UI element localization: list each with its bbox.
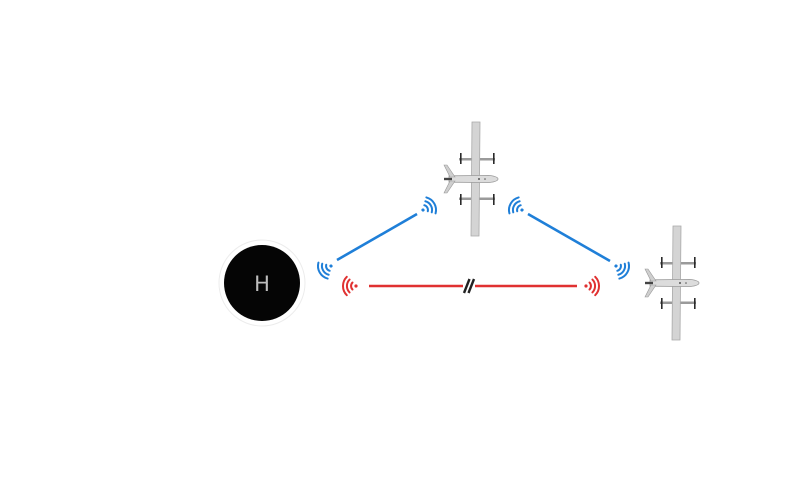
link-line-home-relay [336, 212, 418, 262]
link-home-to-relay [314, 194, 440, 282]
wireless-signal-icon [314, 256, 338, 282]
wireless-signal-icon [609, 256, 633, 282]
home-station: H [218, 239, 306, 327]
wireless-signal-icon [341, 275, 359, 297]
vtol-drone-icon [443, 121, 499, 237]
wireless-signal-icon [416, 194, 440, 220]
wireless-signal-icon [505, 194, 529, 220]
relay-drone [443, 121, 499, 237]
link-line-relay-remote [527, 212, 611, 263]
home-station-label: H [254, 272, 270, 296]
remote-drone [644, 225, 700, 341]
link-break-icon [462, 278, 476, 294]
link-home-to-remote-broken [341, 275, 601, 297]
wireless-signal-icon [583, 275, 601, 297]
home-station-circle [224, 245, 300, 321]
link-relay-to-remote [505, 194, 633, 282]
vtol-drone-icon [644, 225, 700, 341]
